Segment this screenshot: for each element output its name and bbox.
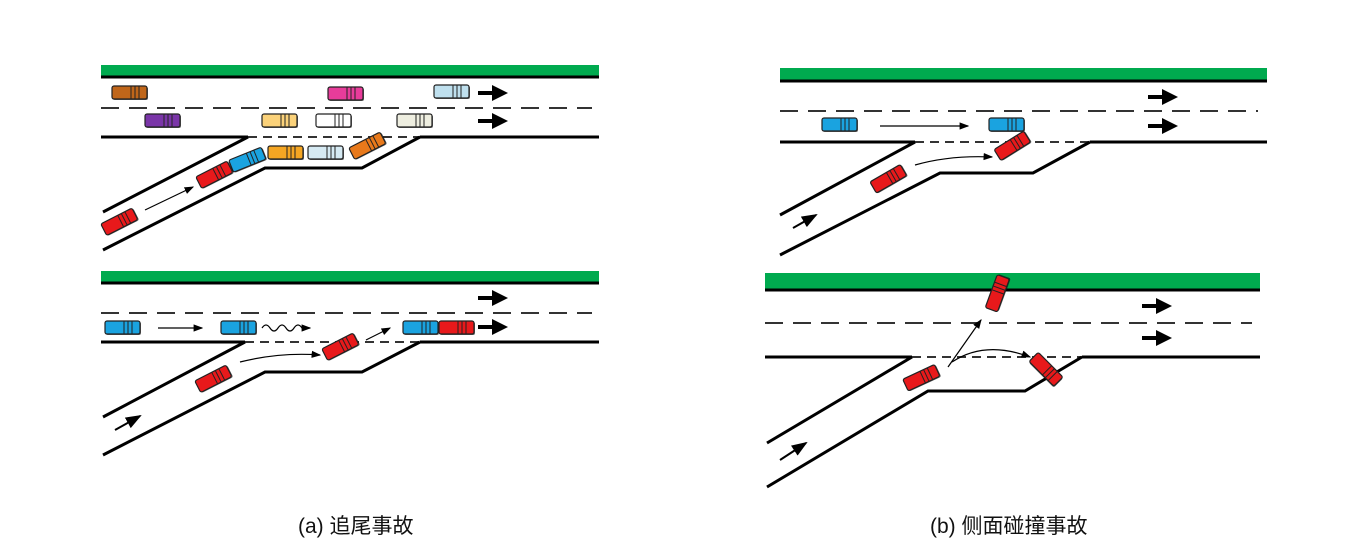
car-icon — [111, 85, 149, 101]
crash-car-icon — [321, 331, 361, 363]
guardrail — [101, 65, 599, 76]
car-icon — [821, 117, 859, 133]
car-icon — [433, 84, 471, 100]
crash-car-icon — [902, 363, 942, 393]
guardrail — [765, 273, 1260, 289]
car-icon — [104, 320, 142, 336]
caption-rear-end: (a) 追尾事故 — [298, 515, 414, 538]
skid-squiggle — [261, 324, 312, 332]
crash-car-icon — [869, 163, 909, 195]
car-icon — [307, 145, 345, 161]
panel-b-top — [779, 68, 1267, 257]
guardrail — [780, 68, 1267, 80]
car-icon — [261, 113, 299, 129]
panel-b-bottom — [765, 273, 1260, 489]
panel-a-bottom — [101, 271, 599, 457]
crash-car-icon — [438, 320, 476, 336]
car-icon — [402, 320, 440, 336]
car-icon — [396, 113, 434, 129]
crash-car-icon — [993, 129, 1033, 163]
panel-a-top — [100, 65, 599, 252]
car-icon — [327, 86, 365, 102]
car-icon — [988, 117, 1026, 133]
crash-car-icon — [194, 363, 234, 395]
car-icon — [315, 113, 353, 129]
crash-car-icon — [100, 206, 140, 238]
car-icon — [144, 113, 182, 129]
car-icon — [267, 145, 305, 161]
guardrail — [101, 271, 599, 282]
car-icon — [220, 320, 258, 336]
caption-side-collision: (b) 侧面碰撞事故 — [930, 515, 1088, 538]
